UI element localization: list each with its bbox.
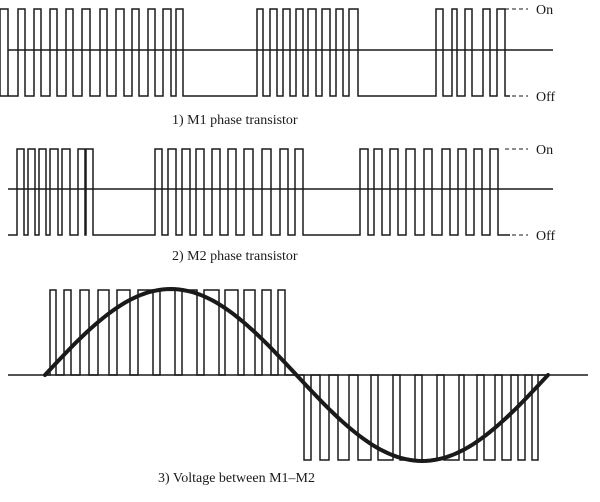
voltage-caption: 3) Voltage between M1–M2	[158, 471, 315, 486]
m2-caption: 2) M2 phase transistor	[172, 249, 298, 264]
panel-m1-m2-voltage: 3) Voltage between M1–M2	[8, 286, 588, 486]
m1-off-label: Off	[536, 90, 556, 105]
m2-on-label: On	[536, 143, 553, 158]
m1-on-label: On	[536, 3, 553, 18]
m1-pulse-train	[0, 8, 510, 97]
panel-m1: On Off 1) M1 phase transistor	[0, 3, 556, 128]
m1-caption: 1) M1 phase transistor	[172, 113, 298, 128]
m2-pulse-train	[8, 148, 510, 236]
panel-m2: On Off 2) M2 phase transistor	[8, 143, 556, 264]
fundamental-sine-curve	[43, 286, 550, 464]
m2-off-label: Off	[536, 229, 556, 244]
